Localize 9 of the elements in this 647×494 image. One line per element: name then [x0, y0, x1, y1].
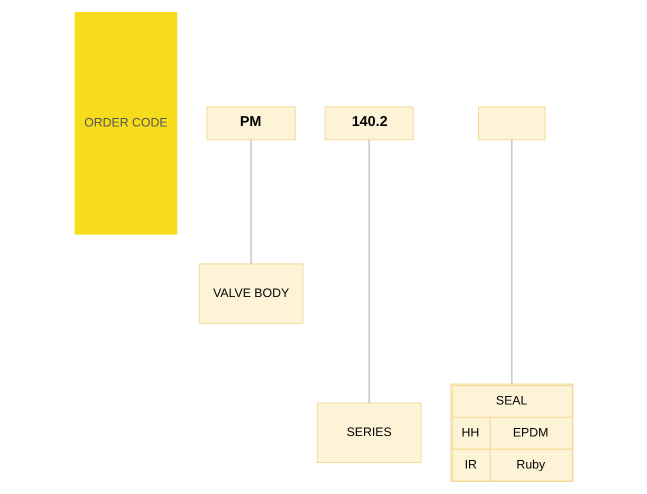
- connector: [250, 140, 252, 264]
- node-box: [477, 106, 546, 140]
- node-box: ORDER CODE: [74, 12, 177, 235]
- node-box: PM: [206, 106, 296, 140]
- connector: [510, 140, 512, 384]
- connector: [368, 140, 370, 403]
- node-box: 140.2: [324, 106, 414, 140]
- node-box: VALVE BODY: [198, 263, 303, 324]
- node-box: SERIES: [316, 402, 421, 464]
